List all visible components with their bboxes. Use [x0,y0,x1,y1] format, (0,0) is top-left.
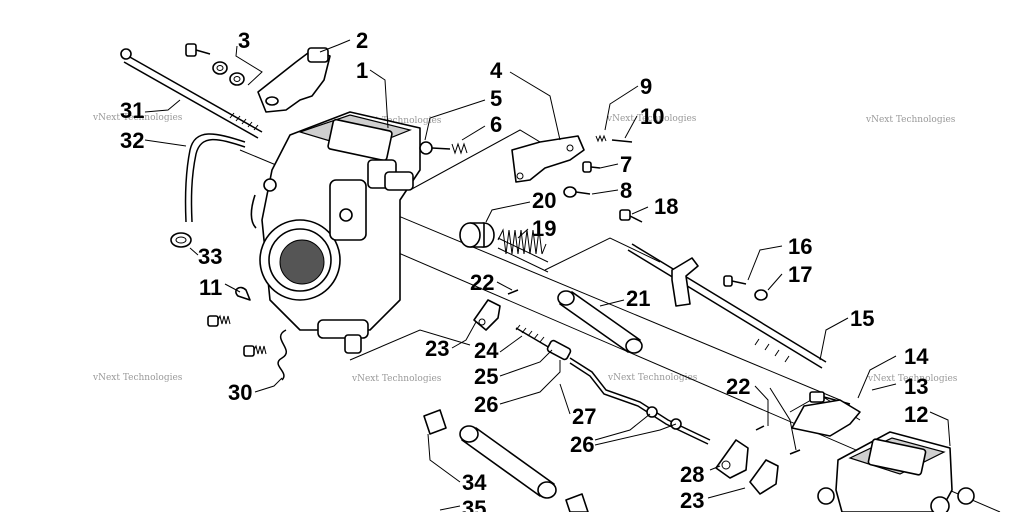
callout-label: 31 [120,98,144,123]
callout-label: 35 [462,496,486,512]
leader-lines [144,39,951,511]
callout-label: 5 [490,86,502,111]
lower-brackets-part [715,425,801,495]
callout-label: 9 [640,74,652,99]
callout-label: 30 [228,380,252,405]
bushing-part [459,222,495,248]
callout-label: 3 [238,28,250,53]
callout-label: 24 [474,338,499,363]
throttle-lever-bracket-part [511,135,585,183]
callout-label: 15 [850,306,874,331]
sleeve-part [557,290,643,354]
callout-label: 8 [620,178,632,203]
screw-washer-set-part [185,43,245,86]
throttle-cable-part [515,324,711,445]
carburetor-body [250,111,421,354]
watermark: vNext Technologies [92,373,183,383]
callout-label: 21 [626,286,650,311]
callout-label: 14 [904,344,929,369]
watermarks: vNext Technologies vNext Technologies vN… [92,113,958,384]
callout-labels: 2 1 3 4 5 6 7 8 9 10 11 12 13 14 15 16 1… [120,28,929,512]
mounting-bracket-part [257,47,331,113]
callout-label: 28 [680,462,704,487]
watermark: vNext Technologies [606,114,697,124]
callout-label: 23 [680,488,704,512]
watermark: vNext Technologies [351,374,442,384]
callout-label: 7 [620,152,632,177]
hose-clamp-part [170,232,192,248]
watermark: vNext Technologies [92,113,183,123]
callout-label: 1 [356,58,368,83]
watermark: vNext Technologies [351,116,442,126]
watermark: vNext Technologies [607,373,698,383]
callout-label: 17 [788,262,812,287]
cap-screw-part [619,209,643,223]
callout-label: 23 [425,336,449,361]
callout-label: 22 [470,270,494,295]
callout-label: 22 [726,374,750,399]
watermark: vNext Technologies [865,115,956,125]
cable-bracket-part [473,289,519,331]
callout-label: 2 [356,28,368,53]
second-carburetor-body [791,391,975,512]
callout-label: 27 [572,404,596,429]
callout-label: 18 [654,194,678,219]
callout-label: 11 [199,275,222,300]
callout-label: 12 [904,402,928,427]
callout-label: 10 [640,104,664,129]
throttle-shaft-part [627,243,827,369]
callout-label: 32 [120,128,144,153]
shaft-screw-nut-part [723,275,768,301]
callout-label: 26 [570,432,594,457]
callout-label: 33 [198,244,222,269]
callout-label: 26 [474,392,498,417]
watermark: vNext Technologies [867,374,958,384]
small-screws-part [563,134,633,198]
callout-label: 20 [532,188,556,213]
return-spring-part [497,228,549,273]
callout-label: 6 [490,112,502,137]
lower-screws-part [207,286,288,381]
callout-label: 16 [788,234,812,259]
callout-label: 34 [462,470,487,495]
callout-label: 19 [532,216,556,241]
long-bolt-part [120,48,263,139]
vent-hose-part [184,133,246,223]
callout-label: 13 [904,374,928,399]
callout-label: 25 [474,364,498,389]
lower-sleeve-part [423,409,589,512]
callout-label: 4 [490,58,503,83]
adjust-screw-spring-part [419,141,468,155]
